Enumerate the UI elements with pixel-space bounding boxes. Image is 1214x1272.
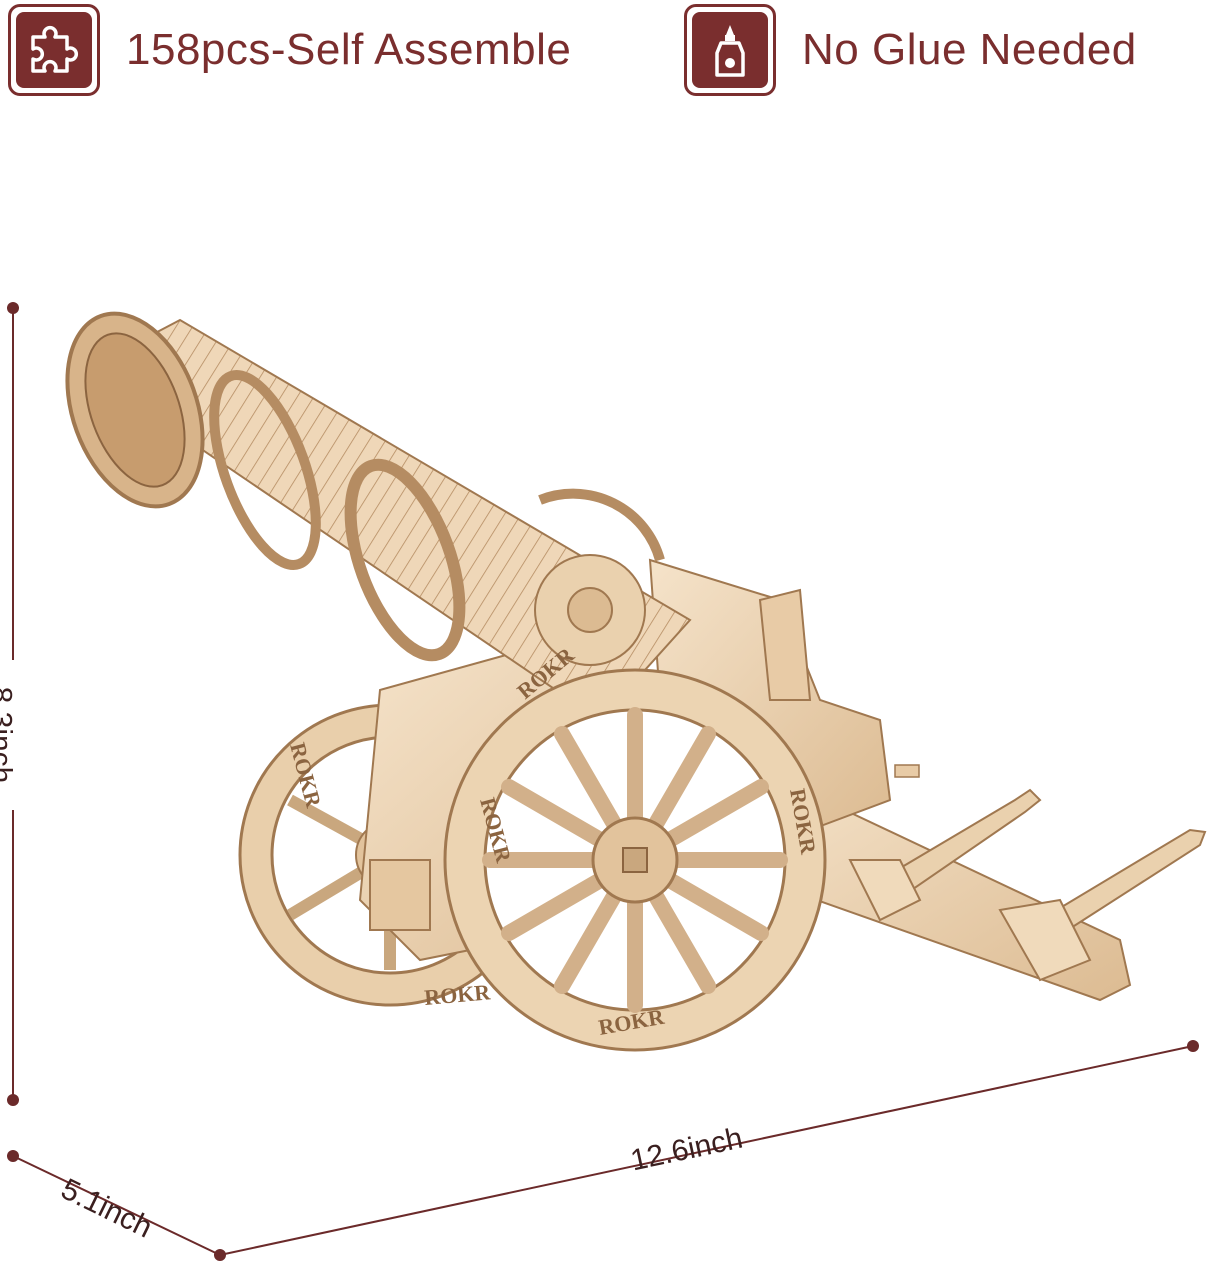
elevation-gear xyxy=(534,488,665,666)
height-dimension-line xyxy=(0,302,28,1106)
width-dimension-line xyxy=(7,1150,221,1256)
carriage-trail xyxy=(759,768,1207,1002)
height-dimension-label: 8.3inch xyxy=(0,686,18,784)
feature-label-pieces: 158pcs-Self Assemble xyxy=(126,25,572,74)
glue-bottle-badge xyxy=(684,4,776,96)
feature-no-glue: No Glue Needed xyxy=(684,4,1137,96)
rear-mechanism xyxy=(648,558,920,832)
puzzle-piece-badge xyxy=(8,4,100,96)
feature-label-no-glue: No Glue Needed xyxy=(802,25,1137,74)
glue-bottle-icon xyxy=(715,25,745,77)
length-dimension-line xyxy=(214,1040,1199,1261)
feature-pieces: 158pcs-Self Assemble xyxy=(8,4,571,96)
puzzle-piece-icon xyxy=(31,26,78,73)
front-wheel xyxy=(443,668,827,1052)
brand-mark-back-bottom: ROKR xyxy=(423,979,492,1010)
